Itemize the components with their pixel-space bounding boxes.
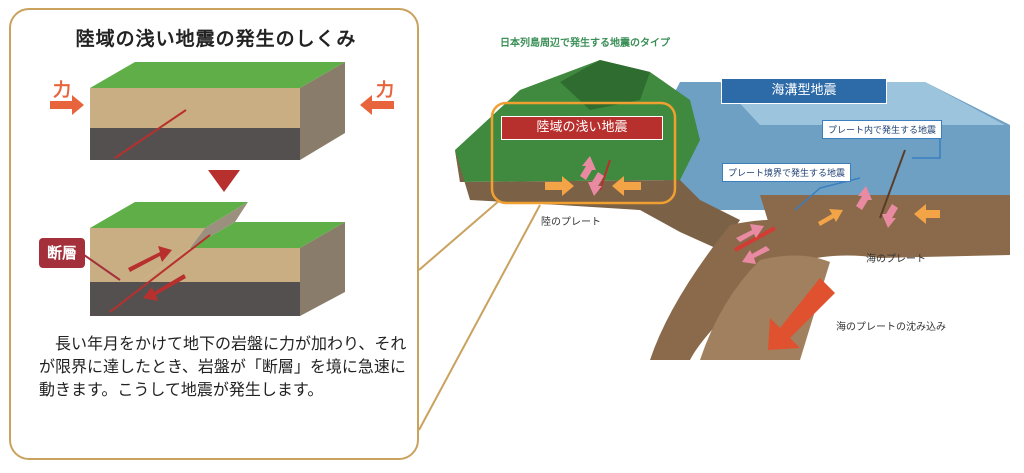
subduction-label: 海のプレートの沈み込み bbox=[836, 318, 946, 333]
land-plate-label: 陸のプレート bbox=[541, 213, 601, 228]
force-label-left: 力 bbox=[53, 76, 71, 102]
force-label-right: 力 bbox=[376, 76, 394, 102]
trench-quake-label: 海溝型地震 bbox=[721, 78, 887, 104]
diagram-caption: 日本列島周辺で発生する地震のタイプ bbox=[500, 34, 670, 49]
block-after bbox=[74, 202, 345, 316]
callout-line-bottom bbox=[419, 205, 540, 430]
intraplate-quake-label: プレート内で発生する地震 bbox=[822, 120, 942, 139]
inland-quake-label: 陸域の浅い地震 bbox=[501, 116, 663, 140]
block-before bbox=[90, 62, 345, 160]
sea-plate-label: 海のプレート bbox=[866, 250, 926, 265]
callout-line-top bbox=[419, 200, 500, 270]
transition-arrow bbox=[208, 170, 240, 192]
interplate-quake-label: プレート境界で発生する地震 bbox=[722, 163, 851, 182]
